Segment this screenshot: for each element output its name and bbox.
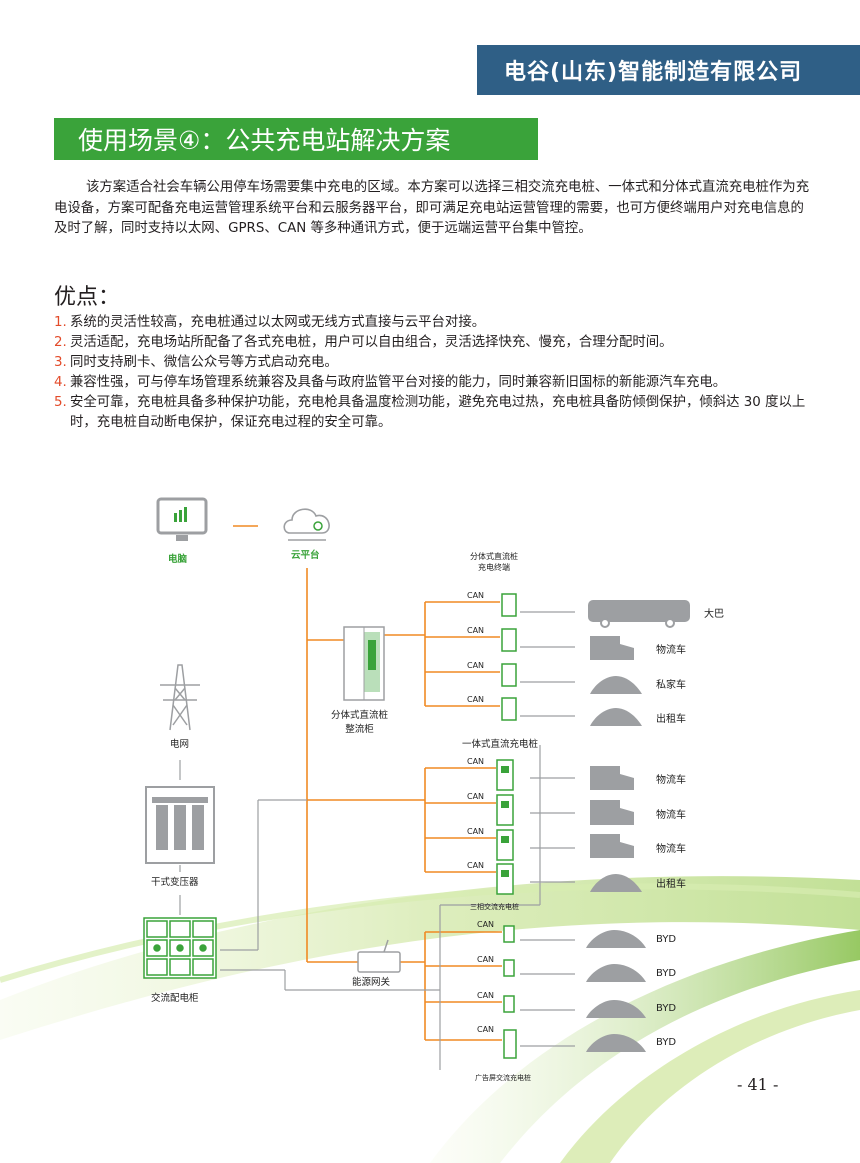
item-number: 1. bbox=[54, 315, 67, 330]
charging-system-diagram bbox=[143, 497, 690, 1070]
split-terminal-chargers bbox=[501, 593, 517, 721]
can-label: CAN bbox=[467, 757, 485, 766]
vehicle-label: BYD bbox=[656, 968, 677, 979]
vehicle-label: 私家车 bbox=[656, 680, 686, 691]
list-item: 1.系统的灵活性较高，充电桩通过以太网或无线方式直接与云平台对接。 bbox=[54, 313, 814, 333]
item-number: 4. bbox=[54, 375, 67, 390]
can-label: CAN bbox=[477, 1025, 495, 1034]
split-rectifier-label: 分体式直流桩 整流柜 bbox=[331, 710, 389, 735]
can-label: CAN bbox=[467, 695, 485, 704]
item-number: 5. bbox=[54, 395, 67, 410]
vehicle-label: 出租车 bbox=[656, 879, 686, 890]
integrated-dc-chargers bbox=[496, 759, 514, 895]
power-tower-icon bbox=[160, 664, 200, 731]
cloud-icon bbox=[283, 508, 330, 541]
grey-power-lines bbox=[179, 611, 575, 1070]
can-label: CAN bbox=[477, 955, 495, 964]
vehicle-label: BYD bbox=[656, 1037, 677, 1048]
transformer-label: 干式变压器 bbox=[151, 877, 199, 888]
list-item: 3.同时支持刷卡、微信公众号等方式启动充电。 bbox=[54, 353, 814, 373]
list-item: 4.兼容性强，可与停车场管理系统兼容及具备与政府监管平台对接的能力，同时兼容新旧… bbox=[54, 373, 814, 393]
vehicle-label: BYD bbox=[656, 1003, 677, 1014]
integrated-charger-title: 一体式直流充电桩 bbox=[462, 739, 539, 750]
can-label: CAN bbox=[467, 861, 485, 870]
computer-label: 电脑 bbox=[168, 554, 188, 565]
can-label: CAN bbox=[467, 792, 485, 801]
advantages-title: 优点： bbox=[54, 285, 121, 310]
ac-chargers bbox=[503, 925, 517, 1059]
cloud-label: 云平台 bbox=[291, 550, 320, 561]
computer-icon bbox=[156, 497, 208, 541]
vehicle-label: BYD bbox=[656, 934, 677, 945]
split-terminal-label: 分体式直流桩 充电终端 bbox=[470, 552, 518, 572]
gateway-label: 能源网关 bbox=[352, 977, 391, 988]
can-label: CAN bbox=[467, 591, 485, 600]
orange-connection-lines bbox=[233, 525, 502, 1041]
vehicle-icons bbox=[586, 600, 690, 1052]
three-phase-charger-title: 三相交流充电桩 bbox=[470, 903, 519, 911]
can-label: CAN bbox=[477, 991, 495, 1000]
gateway-icon bbox=[357, 939, 401, 973]
intro-paragraph: 该方案适合社会车辆公用停车场需要集中充电的区域。本方案可以选择三相交流充电桩、一… bbox=[54, 180, 810, 236]
vehicle-label: 物流车 bbox=[656, 810, 686, 821]
vehicle-label: 物流车 bbox=[656, 775, 686, 786]
company-banner: 电谷(山东)智能制造有限公司 bbox=[477, 45, 860, 95]
grid-label: 电网 bbox=[170, 739, 190, 750]
item-text: 安全可靠，充电桩具备多种保护功能，充电枪具备温度检测功能，避免充电过热，充电桩具… bbox=[70, 395, 806, 430]
item-text: 同时支持刷卡、微信公众号等方式启动充电。 bbox=[70, 355, 338, 370]
ac-cabinet-icon bbox=[143, 917, 217, 979]
vehicle-label: 大巴 bbox=[704, 609, 724, 620]
item-text: 系统的灵活性较高，充电桩通过以太网或无线方式直接与云平台对接。 bbox=[70, 315, 486, 330]
item-text: 兼容性强，可与停车场管理系统兼容及具备与政府监管平台对接的能力，同时兼容新旧国标… bbox=[70, 375, 727, 390]
page-number: - 41 - bbox=[737, 1075, 779, 1094]
transformer-icon bbox=[145, 786, 215, 864]
item-number: 2. bbox=[54, 335, 67, 350]
vehicle-label: 物流车 bbox=[656, 645, 686, 656]
can-label: CAN bbox=[477, 920, 495, 929]
list-item: 5.安全可靠，充电桩具备多种保护功能，充电枪具备温度检测功能，避免充电过热，充电… bbox=[54, 393, 814, 433]
ad-screen-charger-label: 广告屏交流充电桩 bbox=[475, 1074, 531, 1082]
list-item: 2.灵活适配，充电场站所配备了各式充电桩，用户可以自由组合，灵活选择快充、慢充，… bbox=[54, 333, 814, 353]
vehicle-label: 出租车 bbox=[656, 714, 686, 725]
can-label: CAN bbox=[467, 827, 485, 836]
item-text: 灵活适配，充电场站所配备了各式充电桩，用户可以自由组合，灵活选择快充、慢充，合理… bbox=[70, 335, 673, 350]
ac-cabinet-label: 交流配电柜 bbox=[151, 993, 199, 1004]
item-number: 3. bbox=[54, 355, 67, 370]
section-title: 使用场景④：公共充电站解决方案 bbox=[54, 118, 538, 160]
can-label: CAN bbox=[467, 661, 485, 670]
can-label: CAN bbox=[467, 626, 485, 635]
advantages-list: 1.系统的灵活性较高，充电桩通过以太网或无线方式直接与云平台对接。 2.灵活适配… bbox=[54, 313, 814, 433]
rectifier-cabinet-icon bbox=[343, 626, 385, 701]
vehicle-label: 物流车 bbox=[656, 844, 686, 855]
